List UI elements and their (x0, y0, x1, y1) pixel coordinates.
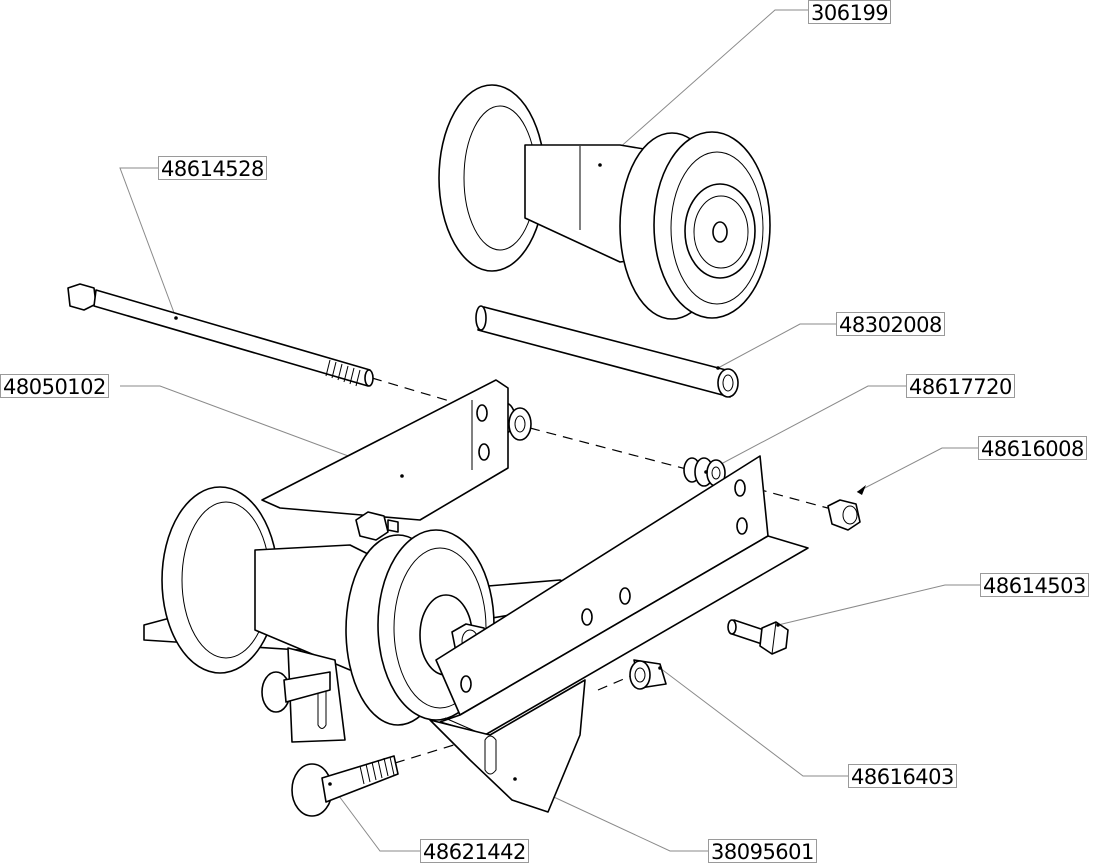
left-upright (261, 647, 346, 743)
label-48614528: 48614528 (158, 156, 267, 181)
label-306199: 306199 (808, 0, 892, 25)
label-48616403: 48616403 (848, 764, 957, 789)
hex-bolt (727, 619, 789, 655)
shaft (475, 305, 739, 398)
label-48621442: 48621442 (420, 839, 529, 864)
label-48302008: 48302008 (836, 312, 945, 337)
washers (484, 401, 726, 487)
leader-dots (174, 163, 780, 786)
long-bolt (67, 283, 374, 387)
label-48050102: 48050102 (0, 374, 109, 399)
label-48617720: 48617720 (906, 374, 1015, 399)
front-angle-bracket (429, 455, 809, 813)
spacer-bushing (629, 659, 667, 690)
carriage-bolt (291, 755, 399, 817)
leader-lines (119, 9, 980, 852)
label-48614503: 48614503 (980, 573, 1089, 598)
lock-nut (827, 485, 866, 531)
label-38095601: 38095601 (708, 839, 817, 864)
top-roller (438, 84, 771, 320)
label-48616008: 48616008 (978, 436, 1087, 461)
rear-bracket (261, 379, 509, 541)
lower-roller (161, 486, 495, 726)
